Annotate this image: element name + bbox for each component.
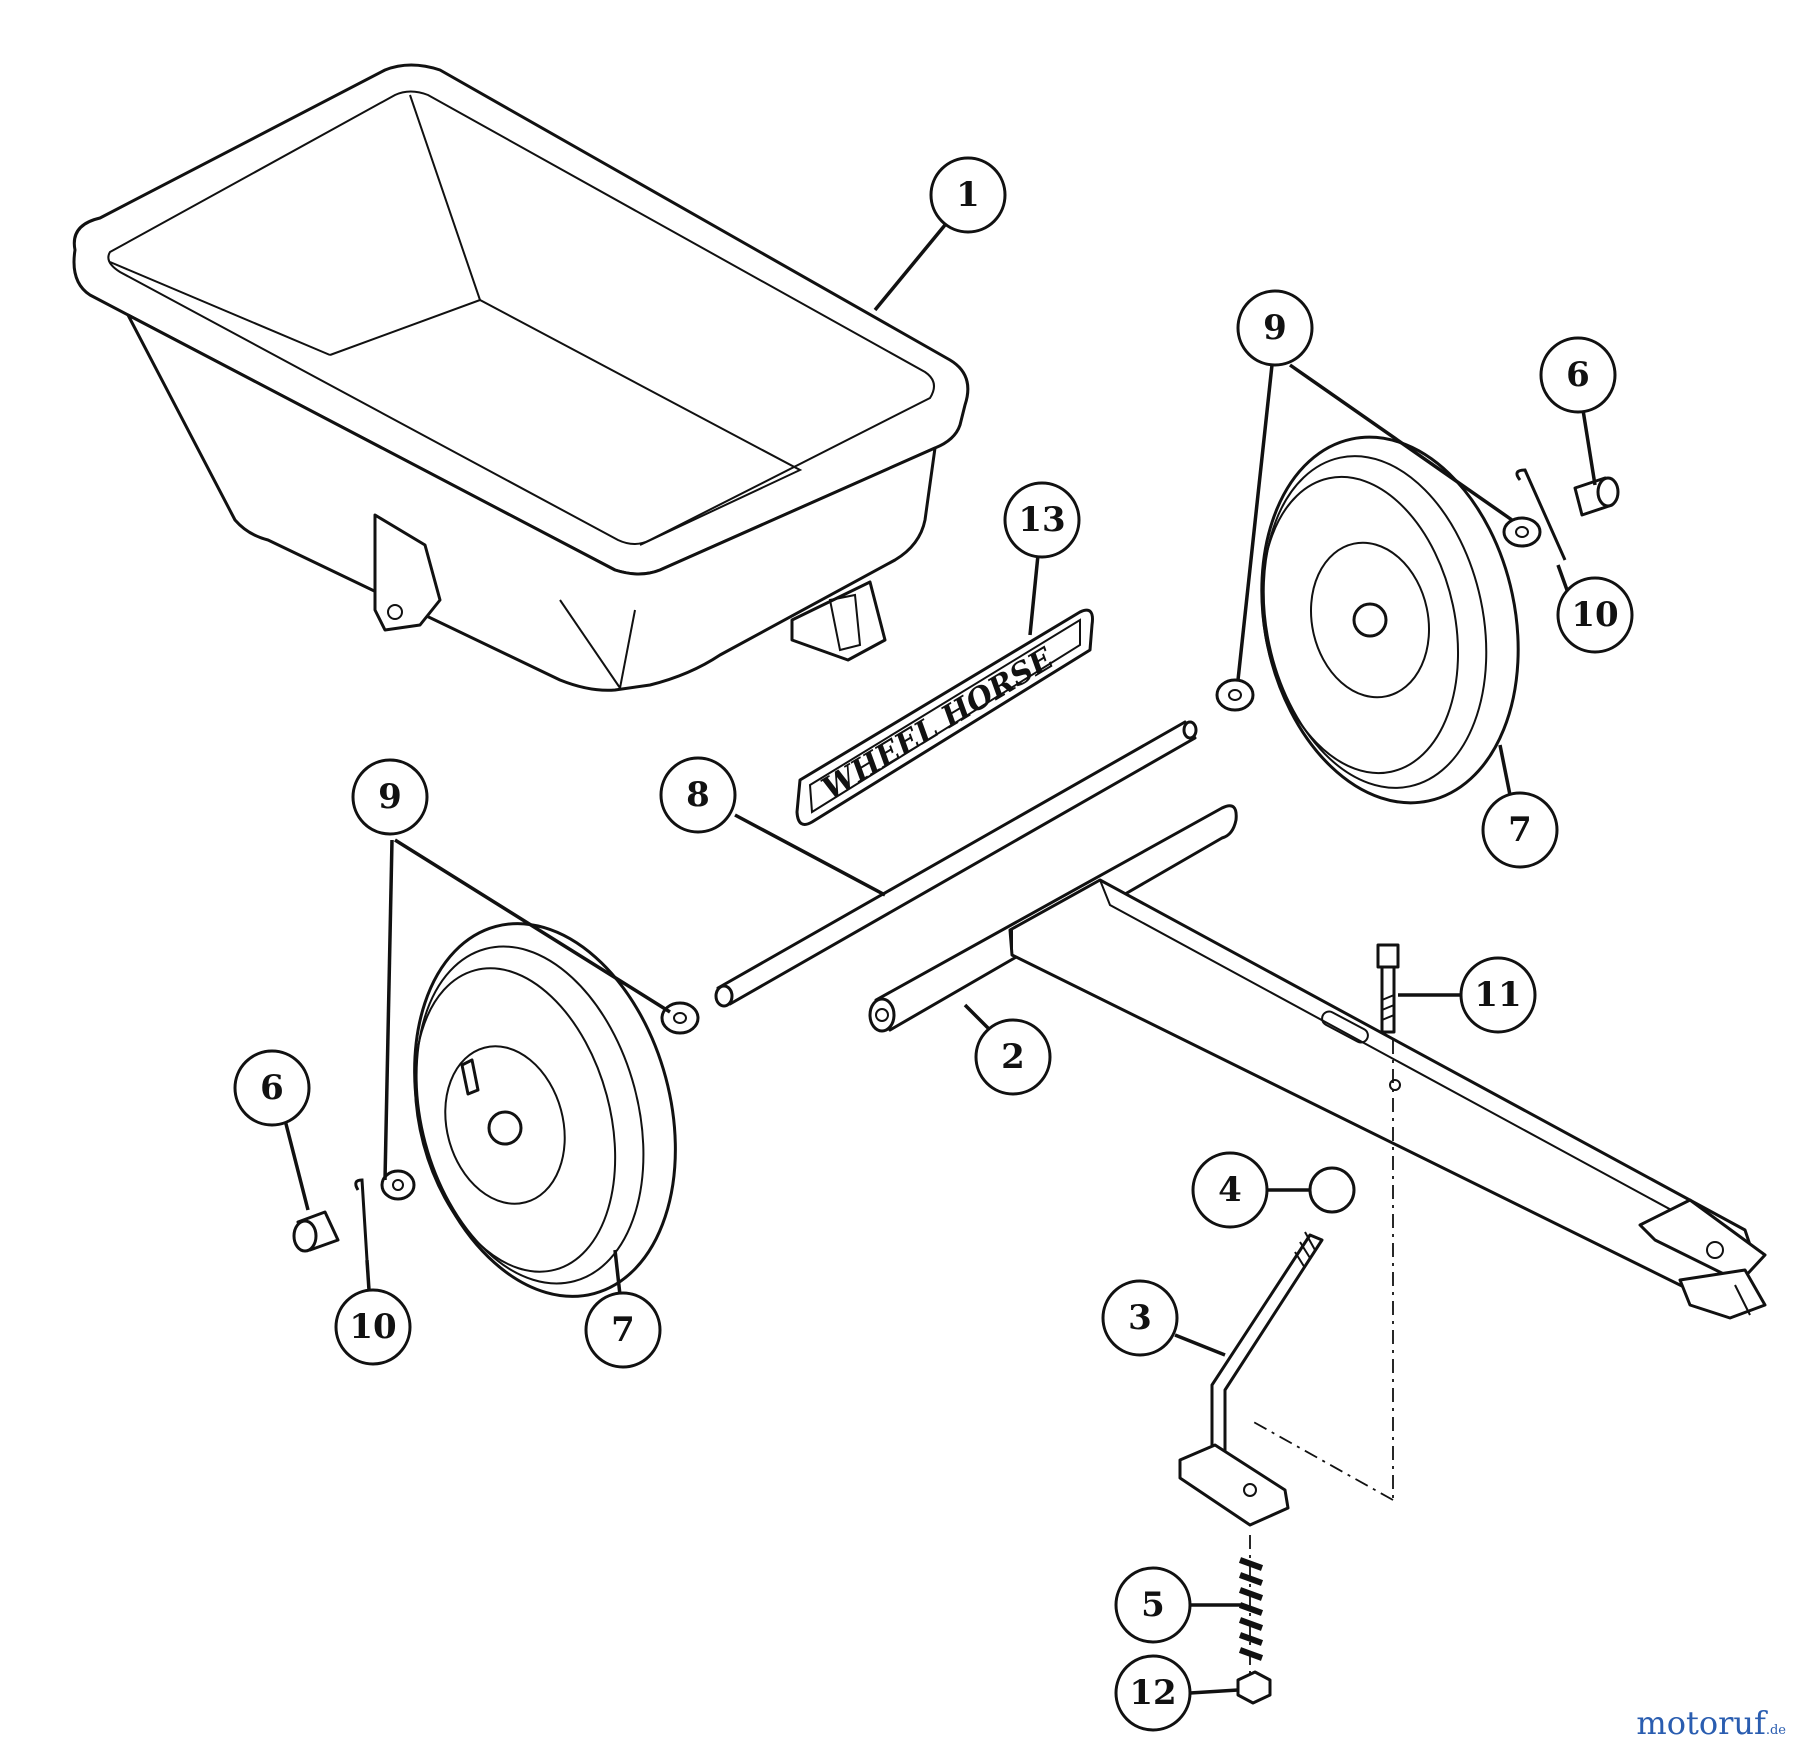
washer-right-outer (1502, 516, 1542, 548)
cart-frame-tongue (868, 804, 1767, 1320)
callout-2-label: 2 (1001, 1037, 1025, 1077)
right-wheel (1260, 435, 1520, 805)
callout-13-label: 13 (1018, 500, 1065, 540)
cart-tub (72, 63, 970, 692)
callout-11: 11 (1459, 956, 1537, 1034)
callout-6a-label: 6 (1566, 355, 1590, 395)
washer-left-outer (660, 1001, 700, 1035)
callout-3-label: 3 (1128, 1298, 1152, 1338)
spring (1238, 1557, 1264, 1661)
watermark-text: motoruf (1636, 1704, 1766, 1742)
cotter-pin-left (354, 1178, 369, 1261)
callout-6-right: 6 (1539, 336, 1617, 414)
callout-7-left: 7 (584, 1291, 662, 1369)
callout-13: 13 (1003, 481, 1081, 559)
washer-right-inner (1215, 678, 1255, 712)
callout-5-label: 5 (1141, 1585, 1165, 1625)
callout-10b-label: 10 (349, 1307, 396, 1347)
callout-7-right: 7 (1481, 791, 1559, 869)
callout-8: 8 (659, 756, 737, 834)
callout-4-label: 4 (1218, 1170, 1242, 1210)
hub-cap-left (292, 1210, 340, 1253)
watermark: motoruf.de (1636, 1704, 1786, 1742)
callout-10-left: 10 (334, 1288, 412, 1366)
left-wheel (413, 922, 677, 1298)
decal-label: WHEEL HORSE (816, 641, 1061, 807)
nut (1236, 1670, 1272, 1705)
callout-9a-label: 9 (1263, 308, 1287, 348)
callout-10-right: 10 (1556, 576, 1634, 654)
callout-5: 5 (1114, 1566, 1192, 1644)
callout-9-left: 9 (351, 758, 429, 836)
jack-stand (1178, 1231, 1324, 1527)
callout-3: 3 (1101, 1279, 1179, 1357)
watermark-suffix: .de (1765, 1723, 1786, 1738)
callout-7a-label: 7 (1508, 810, 1532, 850)
callout-1: 1 (929, 156, 1007, 234)
callout-11-label: 11 (1474, 975, 1521, 1015)
callout-6-left: 6 (233, 1049, 311, 1127)
callout-12-label: 12 (1129, 1673, 1176, 1713)
washer-left-inner (380, 1169, 416, 1201)
callout-1-label: 1 (956, 175, 980, 215)
callout-10a-label: 10 (1571, 595, 1618, 635)
callout-12: 12 (1114, 1654, 1192, 1732)
callout-7b-label: 7 (611, 1310, 635, 1350)
callout-4: 4 (1191, 1151, 1269, 1229)
callout-9-right: 9 (1236, 289, 1314, 367)
callout-6b-label: 6 (260, 1068, 284, 1108)
hub-cap-right (1573, 476, 1620, 517)
callout-8-label: 8 (686, 775, 710, 815)
callout-9b-label: 9 (378, 777, 402, 817)
callout-2: 2 (974, 1018, 1052, 1096)
bolt (1376, 943, 1400, 1034)
axle-rod (714, 720, 1198, 1008)
cotter-pin-right (1515, 468, 1567, 561)
knob (1308, 1166, 1356, 1214)
